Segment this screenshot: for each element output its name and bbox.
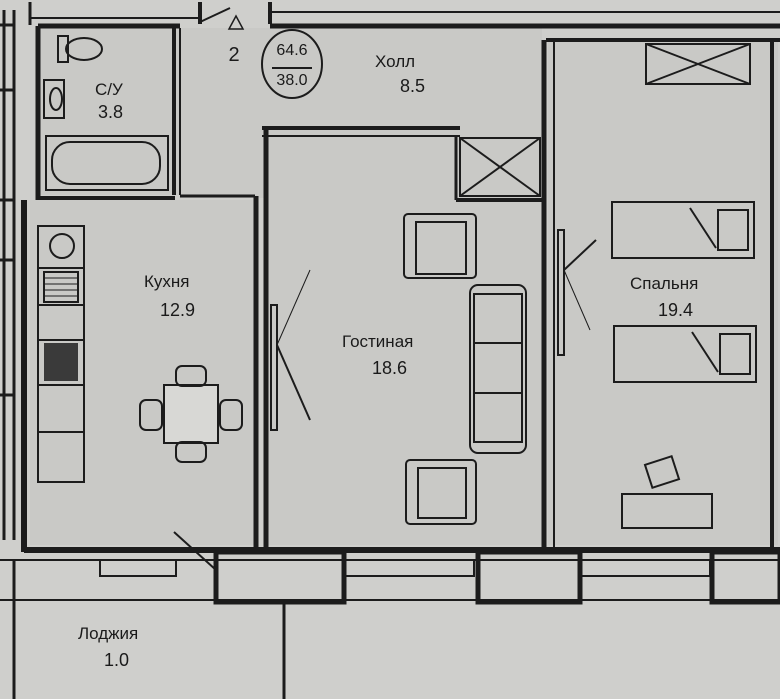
- outer-left-edge: [0, 10, 16, 540]
- bathroom-label: С/У: [95, 80, 123, 99]
- living-area: 38.0: [276, 72, 308, 89]
- total-area: 64.6: [276, 42, 308, 59]
- window-band: [0, 549, 780, 699]
- outer-walls: [21, 23, 780, 553]
- kitchen-area: 12.9: [160, 300, 196, 320]
- top-corridor: [28, 2, 780, 25]
- bed-icon: [613, 325, 757, 383]
- toilet-icon: [57, 35, 103, 63]
- sofa-icon: [469, 284, 527, 454]
- bedroom-label: Спальня: [630, 274, 699, 293]
- doors: [173, 229, 597, 571]
- armchair-icon: [405, 459, 477, 525]
- hall-label: Холл: [375, 52, 416, 71]
- apartment-number: 2: [228, 44, 240, 66]
- loggia-area: 1.0: [104, 650, 130, 670]
- sink-icon: [43, 79, 65, 119]
- bathroom-area: 3.8: [98, 102, 124, 122]
- entrance-marker-icon: [227, 14, 245, 30]
- hall-area: 8.5: [400, 76, 426, 96]
- kitchen-counter: [37, 225, 85, 483]
- loggia-label: Лоджия: [78, 624, 139, 643]
- armchair-icon: [403, 213, 477, 279]
- shaft-icon: [459, 137, 541, 197]
- desk-icon: [621, 455, 713, 529]
- dining-set-icon: [139, 365, 243, 463]
- wardrobe-icon: [645, 43, 751, 85]
- stove-icon: [43, 271, 79, 381]
- floor-fills: [30, 28, 778, 545]
- bed-icon: [611, 201, 755, 259]
- living-room-label: Гостиная: [342, 332, 414, 351]
- bathtub-icon: [45, 135, 169, 191]
- interior-walls: [38, 28, 555, 550]
- bedroom-area: 19.4: [658, 300, 694, 320]
- living-room-area: 18.6: [372, 358, 408, 378]
- kitchen-label: Кухня: [144, 272, 190, 291]
- area-ring: [261, 29, 323, 99]
